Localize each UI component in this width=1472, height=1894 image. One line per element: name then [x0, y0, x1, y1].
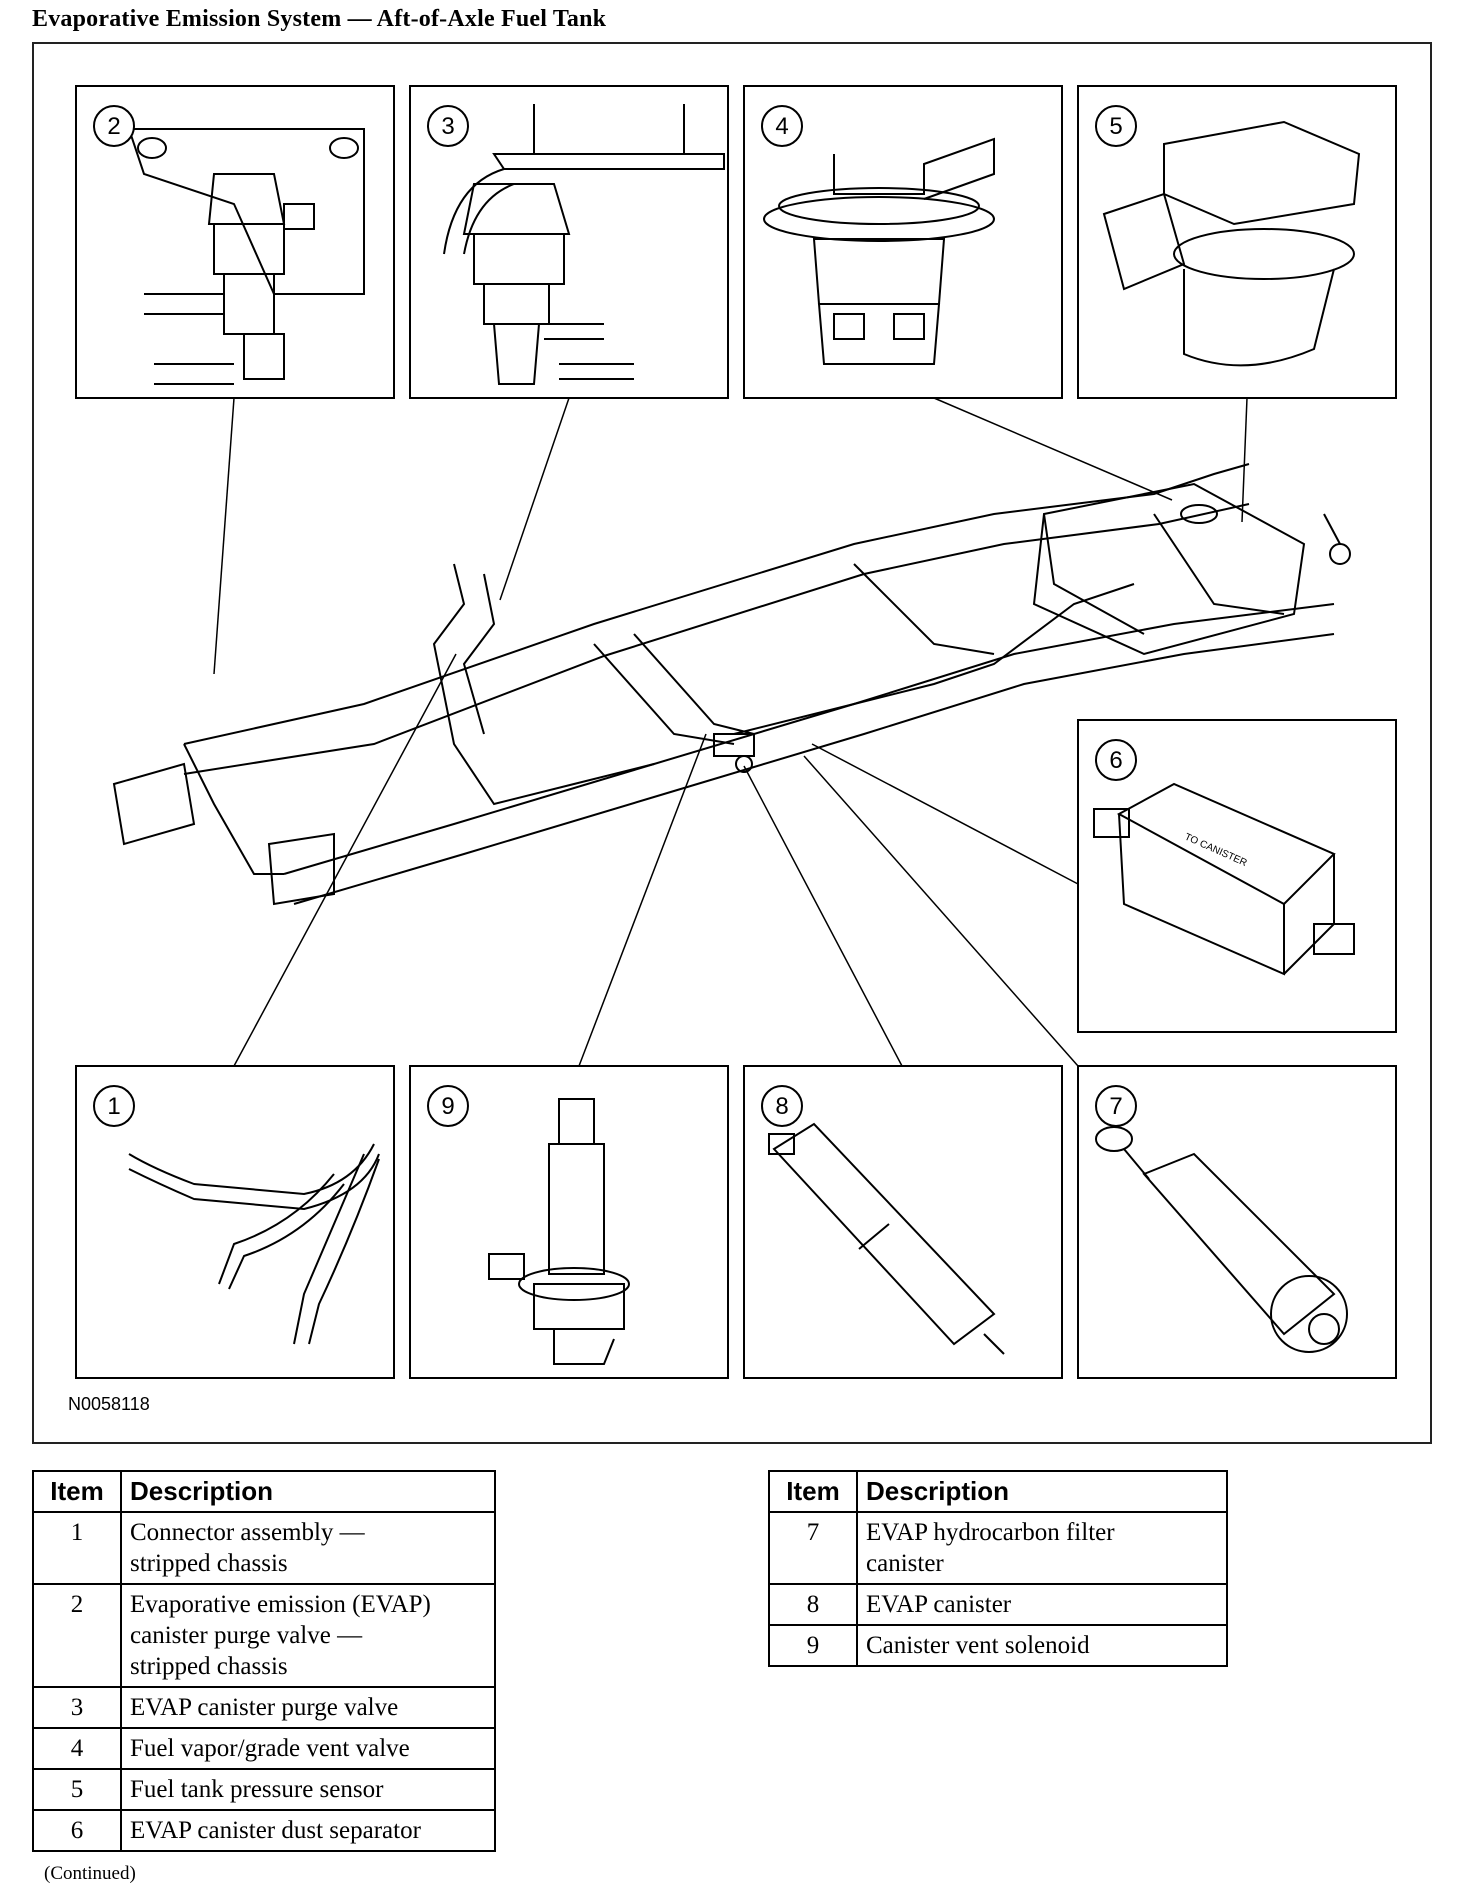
- header-description: Description: [120, 1470, 496, 1513]
- callout-circle-9: [427, 1085, 469, 1127]
- separator-text: TO CANISTER: [1183, 832, 1249, 869]
- callout-3: 3: [441, 113, 454, 140]
- callout-4: 4: [775, 113, 788, 140]
- item-number: 8: [768, 1583, 858, 1626]
- dust-separator-illustration: [1093, 782, 1355, 976]
- item-description: Fuel vapor/grade vent valve: [120, 1727, 496, 1770]
- table-row: 8 EVAP canister: [768, 1583, 1228, 1626]
- detail-box-9: [409, 1065, 729, 1379]
- page-title: Evaporative Emission System — Aft-of-Axl…: [32, 6, 607, 32]
- item-description: Canister vent solenoid: [856, 1624, 1228, 1667]
- table-row: 6 EVAP canister dust separator: [32, 1809, 496, 1852]
- item-number: 4: [32, 1727, 122, 1770]
- leader-lines: [213, 397, 1248, 1067]
- item-number: 5: [32, 1768, 122, 1811]
- diagram-svg: TO CANISTER: [75, 85, 1397, 1379]
- vent-solenoid-illustration: [488, 1098, 630, 1365]
- item-table-left: Item Description 1 Connector assembly —s…: [32, 1470, 496, 1852]
- detail-box-4: [743, 85, 1063, 399]
- callout-circle-5: [1095, 105, 1137, 147]
- callout-circle-4: [761, 105, 803, 147]
- item-number: 1: [32, 1511, 122, 1585]
- table-row: 3 EVAP canister purge valve: [32, 1686, 496, 1729]
- figure-id: N0058118: [68, 1394, 150, 1414]
- evap-canister-illustration: [768, 1122, 1005, 1355]
- hydrocarbon-filter-illustration: [1095, 1126, 1348, 1353]
- item-table-right: Item Description 7 EVAP hydrocarbon filt…: [768, 1470, 1228, 1667]
- table-row: 2 Evaporative emission (EVAP)canister pu…: [32, 1583, 496, 1688]
- exploded-diagram: TO CANISTER: [32, 42, 1432, 1444]
- vent-valve-illustration: [763, 137, 995, 365]
- callout-circle-7: [1095, 1085, 1137, 1127]
- callout-5: 5: [1109, 113, 1122, 140]
- item-number: 7: [768, 1511, 858, 1585]
- connector-assembly-illustration: [128, 1143, 380, 1345]
- purge-valve-illustration: [443, 104, 725, 385]
- purge-valve-stripped-illustration: [127, 128, 365, 385]
- item-number: 3: [32, 1686, 122, 1729]
- detail-box-1: [75, 1065, 395, 1379]
- callout-circle-1: [93, 1085, 135, 1127]
- table-row: 9 Canister vent solenoid: [768, 1624, 1228, 1667]
- detail-box-5: [1077, 85, 1397, 399]
- table-row: 4 Fuel vapor/grade vent valve: [32, 1727, 496, 1770]
- pressure-sensor-illustration: [1102, 120, 1361, 367]
- header-item: Item: [768, 1470, 858, 1513]
- detail-box-8: [743, 1065, 1063, 1379]
- item-number: 2: [32, 1583, 122, 1688]
- header-item: Item: [32, 1470, 122, 1513]
- detail-box-7: [1077, 1065, 1397, 1379]
- callout-6: 6: [1109, 747, 1122, 774]
- callout-circle-6: [1095, 739, 1137, 781]
- callout-circle-3: [427, 105, 469, 147]
- callout-7: 7: [1109, 1093, 1122, 1120]
- callout-1: 1: [107, 1093, 120, 1120]
- item-description: EVAP canister: [856, 1583, 1228, 1626]
- header-description: Description: [856, 1470, 1228, 1513]
- callout-2: 2: [107, 113, 120, 140]
- chassis-frame: [112, 463, 1351, 906]
- callouts: 2 3 4 5 6 1 9 8 7: [93, 105, 1137, 1127]
- continued-note: (Continued): [44, 1863, 136, 1884]
- item-number: 6: [32, 1809, 122, 1852]
- table-row: 5 Fuel tank pressure sensor: [32, 1768, 496, 1811]
- detail-box-2: [75, 85, 395, 399]
- item-description: Connector assembly —stripped chassis: [120, 1511, 496, 1585]
- table-row: 1 Connector assembly —stripped chassis: [32, 1511, 496, 1585]
- callout-9: 9: [441, 1093, 454, 1120]
- callout-circle-2: [93, 105, 135, 147]
- detail-box-6: [1077, 719, 1397, 1033]
- item-number: 9: [768, 1624, 858, 1667]
- item-description: Fuel tank pressure sensor: [120, 1768, 496, 1811]
- callout-8: 8: [775, 1093, 788, 1120]
- item-description: EVAP canister purge valve: [120, 1686, 496, 1729]
- item-description: EVAP canister dust separator: [120, 1809, 496, 1852]
- callout-circle-8: [761, 1085, 803, 1127]
- item-description: Evaporative emission (EVAP)canister purg…: [120, 1583, 496, 1688]
